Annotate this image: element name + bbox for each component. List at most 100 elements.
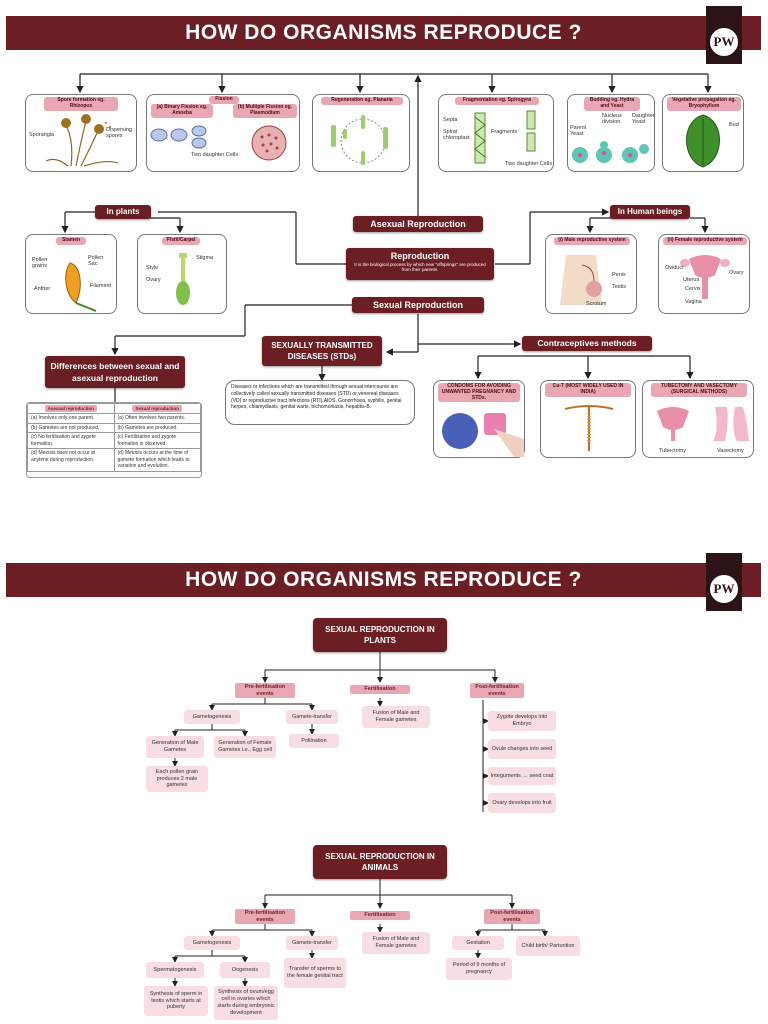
surgical-illustration: [657, 407, 749, 441]
two-daughter-cells-label: Two daughter Cells: [191, 152, 239, 158]
pollen-sac-label: Pollen Sac: [88, 255, 104, 268]
table-row: (c) No fertilisation and zygote formatio…: [27, 432, 201, 449]
fragment-daughter-label: Two daughter Cells: [505, 161, 553, 167]
post-item-1: Zygote develops into Embryo: [488, 711, 556, 731]
cut-card: Cu-T (MOST WIDELY USED IN INDIA): [540, 380, 636, 458]
post-item-4: Ovary develops into fruit: [488, 793, 556, 813]
head-asexual: Asexual reproduction: [27, 403, 115, 414]
fragmentation-title: Fragmentation eg. Spirogyra: [455, 97, 539, 105]
pistil-illustration: [176, 253, 190, 305]
pw-logo-2: PW: [706, 553, 742, 611]
fragmentation-card: Fragmentation eg. Spirogyra Septa Spiral…: [438, 94, 554, 172]
style-label: Style: [146, 265, 159, 271]
regeneration-card: Regeneration eg. Planaria: [312, 94, 410, 172]
banner-title-2: HOW DO ORGANISMS REPRODUCE ?: [185, 568, 582, 591]
ovary-label-pistil: Ovary: [146, 277, 161, 283]
animals-fusion-box: Fusion of Male and Female gametes: [362, 932, 430, 954]
penis-label: Penis: [612, 272, 626, 278]
cut-title: Cu-T (MOST WIDELY USED IN INDIA): [545, 383, 631, 397]
reproduction-definition: It is the biological process by which ne…: [354, 262, 486, 273]
condoms-card: CONDOMS FOR AVOIDING UNWANTED PREGNANCY …: [433, 380, 525, 458]
table-row: (d) Meiosis does not occur at anytime du…: [27, 448, 201, 472]
spore-title: Spore formation eg. Rhizopus: [44, 97, 118, 111]
spirogyra-illustration: [474, 110, 536, 164]
plants-gametogenesis: Gametogenesis: [184, 710, 240, 724]
condom-illustration: [442, 413, 524, 457]
male-gametes-box: Generation of Male Gametes: [146, 736, 204, 758]
post-item-3: Integuments → seed coat: [488, 767, 556, 785]
spiral-chloroplast-label: Spiral chloroplast: [443, 129, 470, 142]
vegetative-card: Vegetative propagation eg. Bryophyllum B…: [662, 94, 744, 172]
logo-text: PW: [710, 28, 738, 56]
animals-pre-fertilisation: Pre-fertilisation events: [235, 909, 295, 925]
uterus-label: Uterus: [683, 277, 700, 283]
female-system-title: (ii) Female reproductive system: [663, 237, 747, 245]
head-sexual: Sexual reproduction: [113, 403, 201, 414]
post-item-2: Ovule changes into seed: [488, 739, 556, 759]
ovary-label: Ovary: [729, 270, 744, 276]
plants-pre-fertilisation: Pre-fertilisation events: [235, 683, 295, 699]
animals-gametogenesis: Gametogenesis: [184, 936, 240, 950]
logo-text-2: PW: [710, 575, 738, 603]
pollen-grains-label: Pollen grains: [32, 257, 48, 270]
gestation-box: Gestation: [452, 936, 504, 950]
budding-card: Budding eg. Hydra and Yeast Parent Yeast…: [567, 94, 655, 172]
ova-synthesis-box: Synthesis of ovum/egg cell in ovaries wh…: [214, 986, 278, 1020]
animals-flow-title: SEXUAL REPRODUCTION IN ANIMALS: [313, 845, 447, 879]
female-system-illustration: [680, 255, 730, 299]
sporangia-label: Sporangia: [29, 132, 55, 138]
male-system-title: (i) Male reproductive system: [554, 237, 630, 245]
animals-fertilisation: Fertilisation: [350, 911, 410, 920]
fission-title: Fission: [209, 96, 239, 104]
differences-tag: Differences between sexual and asexual r…: [45, 356, 185, 388]
fission-illustration: [150, 125, 287, 161]
pollination-box: Pollination: [289, 734, 339, 748]
spermatogenesis-box: Spermatogenesis: [146, 962, 204, 978]
reproduction-title: Reproduction: [390, 251, 450, 261]
stamen-card: Stamen Pollen grains Pollen Sac Anther F…: [25, 234, 117, 314]
plants-flow-title: SEXUAL REPRODUCTION IN PLANTS: [313, 618, 447, 652]
plants-fertilisation: Fertilisation: [350, 685, 410, 694]
pregnancy-period-box: Period of 9 months of pregnancy: [446, 958, 512, 980]
dispersing-spores-label: Dispersing spores: [106, 127, 132, 140]
vasectomy-label: Vasectomy: [717, 448, 744, 454]
stamen-illustration: [65, 262, 97, 312]
pistil-title: Pistil/Carpel: [162, 237, 200, 245]
surgical-card: TUBECTOMY AND VASECTOMY (SURGICAL METHOD…: [642, 380, 754, 458]
page-banner-bottom: HOW DO ORGANISMS REPRODUCE ?: [6, 563, 761, 597]
fission-card: Fission (a) Binary Fission eg. Amoeba (b…: [146, 94, 300, 172]
filament-label: Filament: [90, 283, 112, 289]
rhizopus-illustration: [45, 114, 119, 167]
childbirth-box: Child birth/ Parturition: [516, 936, 580, 956]
condoms-title: CONDOMS FOR AVOIDING UNWANTED PREGNANCY …: [438, 383, 520, 403]
in-plants-tag: In plants: [95, 205, 151, 219]
surgical-title: TUBECTOMY AND VASECTOMY (SURGICAL METHOD…: [651, 383, 747, 397]
cervix-label: Cervix: [685, 286, 701, 292]
septa-label: Septa: [443, 117, 458, 123]
fragments-label: Fragments: [491, 129, 518, 135]
std-description: Diseases or infections which are transmi…: [225, 380, 415, 425]
plants-post-fertilisation: Post-fertilisation events: [470, 683, 524, 699]
vagina-label: Vagina: [685, 299, 702, 305]
table-row: (a) Involves only one parent.(a) Often i…: [27, 413, 201, 424]
male-system-illustration: [560, 255, 602, 305]
contraceptives-tag: Contraceptives methods: [522, 336, 652, 351]
parent-yeast-label: Parent Yeast: [570, 125, 587, 138]
animals-gamete-transfer: Gamete-transfer: [286, 936, 338, 950]
female-gametes-box: Generation of Female Gametes i.e., Egg c…: [214, 736, 276, 758]
sperm-transfer-box: Transfer of sperms to the female genital…: [284, 958, 346, 988]
binary-fission-label: (a) Binary Fission eg. Amoeba: [151, 104, 213, 118]
vegetative-title: Vegetative propagation eg. Bryophyllum: [667, 97, 741, 111]
tubectomy-label: Tubectomy: [659, 448, 687, 454]
table-row: (b) Gametes are not produced.(b) Gametes…: [27, 422, 201, 433]
std-tag: SEXUALLY TRANSMITTED DISEASES (STDs): [262, 336, 382, 366]
multiple-fission-label: (b) Multiple Fission eg. Plasmodium: [233, 104, 297, 118]
female-system-card: (ii) Female reproductive system Oviduct …: [658, 234, 750, 314]
anther-label: Anther: [34, 286, 51, 292]
male-system-card: (i) Male reproductive system Penis Testi…: [545, 234, 637, 314]
pw-logo: PW: [706, 6, 742, 64]
animals-post-fertilisation: Post-fertilisation events: [484, 909, 540, 925]
budding-title: Budding eg. Hydra and Yeast: [584, 97, 640, 111]
